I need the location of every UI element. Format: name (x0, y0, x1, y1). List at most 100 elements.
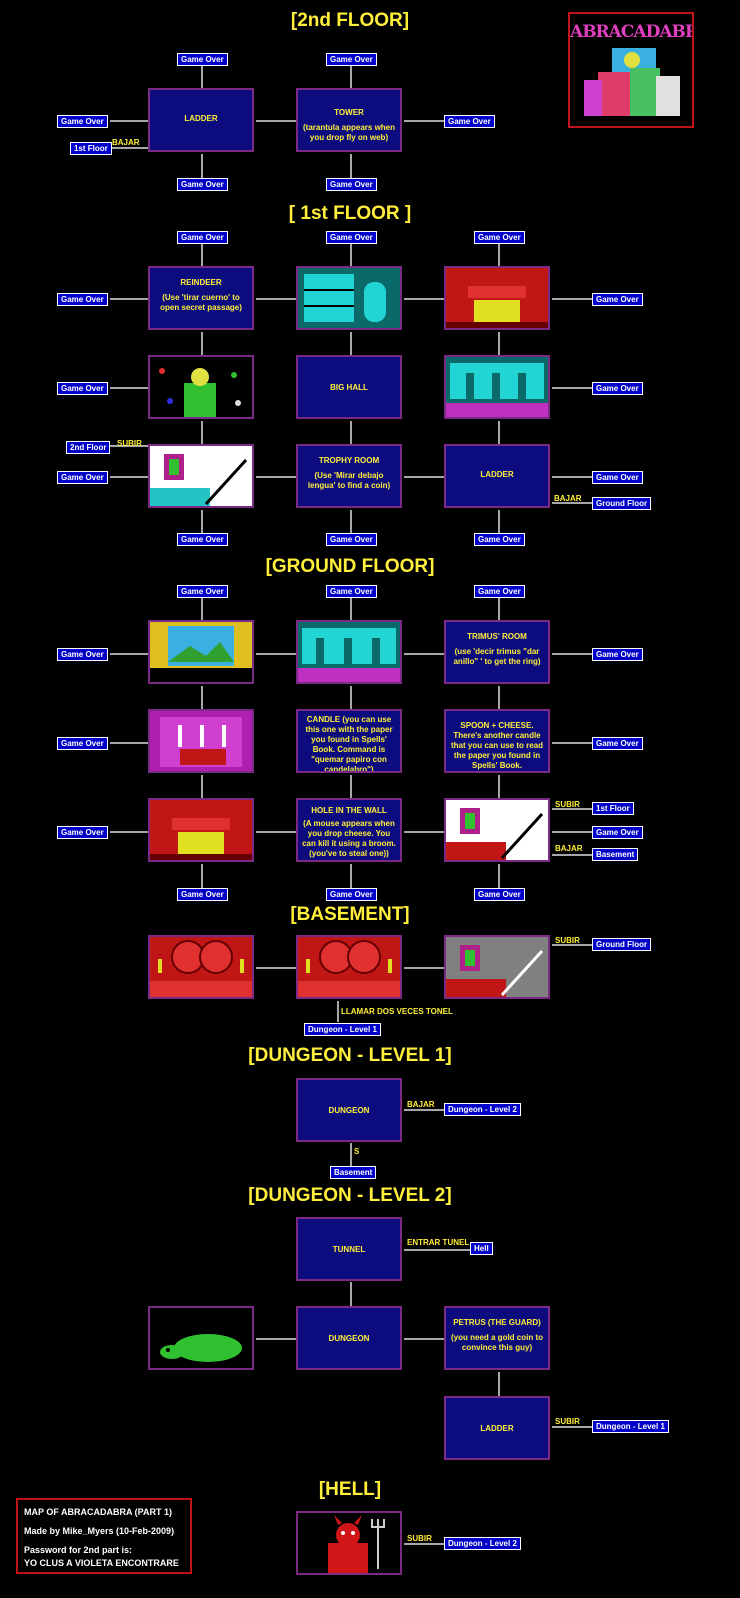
game-over-tag[interactable]: Game Over (177, 53, 228, 66)
ground-floor-tag[interactable]: Ground Floor (592, 497, 652, 510)
game-over-tag[interactable]: Game Over (474, 585, 525, 598)
room-note: (tarantula appears when you drop fly on … (302, 123, 396, 142)
room-big-hall[interactable]: BIG HALL (296, 355, 402, 419)
game-over-tag[interactable]: Game Over (177, 533, 228, 546)
room-name: REINDEER (180, 278, 222, 287)
game-over-tag[interactable]: Game Over (326, 178, 377, 191)
bajar-label: BAJAR (555, 844, 583, 853)
room-image-stairs-ground[interactable] (444, 798, 550, 862)
game-over-tag[interactable]: Game Over (444, 115, 495, 128)
floor-title-1st: [ 1st FLOOR ] (288, 203, 412, 224)
credit-password: YO CLUS A VIOLETA ENCONTRARE (24, 1558, 179, 1568)
game-over-tag[interactable]: Game Over (57, 648, 108, 661)
room-tunnel[interactable]: TUNNEL (296, 1217, 402, 1281)
game-over-tag[interactable]: Game Over (177, 231, 228, 244)
room-name: TUNNEL (332, 1245, 366, 1254)
game-over-tag[interactable]: Game Over (592, 293, 643, 306)
game-over-tag[interactable]: Game Over (326, 585, 377, 598)
game-over-tag[interactable]: Game Over (474, 231, 525, 244)
room-image-colonnade[interactable] (296, 620, 402, 684)
room-ladder-dungeon2[interactable]: LADDER (444, 1396, 550, 1460)
second-floor-tag[interactable]: 2nd Floor (66, 441, 111, 454)
llamar-label: LLAMAR DOS VECES TONEL (341, 1007, 453, 1016)
game-over-tag[interactable]: Game Over (177, 585, 228, 598)
dungeon-level2-tag[interactable]: Dungeon - Level 2 (444, 1103, 521, 1116)
credit-title: MAP OF ABRACADABRA (PART 1) (24, 1507, 172, 1517)
dragon-scene-image (150, 1308, 252, 1368)
floor-title-basement: [BASEMENT] (290, 904, 410, 925)
basement-tag[interactable]: Basement (592, 848, 639, 861)
bajar-label: BAJAR (407, 1100, 435, 1109)
credit-author: Made by Mike_Myers (10-Feb-2009) (24, 1526, 175, 1536)
dungeon-level1-tag[interactable]: Dungeon - Level 1 (592, 1420, 669, 1433)
room-candle[interactable]: CANDLE (you can use this one with the pa… (296, 709, 402, 773)
game-over-tag[interactable]: Game Over (474, 888, 525, 901)
room-ladder-2nd-floor[interactable]: LADDER (148, 88, 254, 152)
room-reindeer[interactable]: REINDEER (Use 'tirar cuerno' to open sec… (148, 266, 254, 330)
room-image-devil[interactable] (296, 1511, 402, 1575)
credit-box: MAP OF ABRACADABRA (PART 1) Made by Mike… (16, 1498, 192, 1574)
devil-scene-image (298, 1513, 400, 1573)
room-image-stairs-basement[interactable] (444, 935, 550, 999)
first-floor-tag[interactable]: 1st Floor (70, 142, 112, 155)
room-image-bed-ground[interactable] (148, 798, 254, 862)
room-image-barrels-2[interactable] (296, 935, 402, 999)
game-over-tag[interactable]: Game Over (592, 648, 643, 661)
room-ladder-1st-floor[interactable]: LADDER (444, 444, 550, 508)
barrels-scene-image (150, 937, 252, 997)
subir-label: SUBIR (555, 936, 580, 945)
game-over-tag[interactable]: Game Over (326, 533, 377, 546)
dungeon-level1-tag[interactable]: Dungeon - Level 1 (304, 1023, 381, 1036)
room-name: HOLE IN THE WALL (311, 806, 387, 815)
game-over-tag[interactable]: Game Over (326, 888, 377, 901)
room-trophy[interactable]: TROPHY ROOM (Use 'Mirar debajo lengua' t… (296, 444, 402, 508)
room-spoon-cheese[interactable]: SPOON + CHEESE. There's another candle t… (444, 709, 550, 773)
game-over-tag[interactable]: Game Over (326, 231, 377, 244)
game-over-tag[interactable]: Game Over (474, 533, 525, 546)
ground-floor-tag[interactable]: Ground Floor (592, 938, 652, 951)
room-image-arches[interactable] (444, 355, 550, 419)
game-over-tag[interactable]: Game Over (592, 471, 643, 484)
wizard-scene-image (150, 357, 252, 417)
first-floor-tag[interactable]: 1st Floor (592, 802, 634, 815)
dungeon-level2-tag[interactable]: Dungeon - Level 2 (444, 1537, 521, 1550)
game-over-tag[interactable]: Game Over (592, 382, 643, 395)
logo-title: ABRACADABRA (570, 22, 692, 42)
room-image-stairs-1st[interactable] (148, 444, 254, 508)
game-over-tag[interactable]: Game Over (57, 471, 108, 484)
room-image-window[interactable] (148, 620, 254, 684)
game-over-tag[interactable]: Game Over (57, 826, 108, 839)
game-over-tag[interactable]: Game Over (57, 293, 108, 306)
room-tower[interactable]: TOWER (tarantula appears when you drop f… (296, 88, 402, 152)
game-over-tag[interactable]: Game Over (326, 53, 377, 66)
room-name: LADDER (480, 1424, 514, 1433)
room-dungeon-level2[interactable]: DUNGEON (296, 1306, 402, 1370)
subir-label: SUBIR (407, 1534, 432, 1543)
game-over-tag[interactable]: Game Over (57, 737, 108, 750)
room-image-bookshelf[interactable] (296, 266, 402, 330)
room-image-dragon[interactable] (148, 1306, 254, 1370)
game-over-tag[interactable]: Game Over (177, 888, 228, 901)
hell-tag[interactable]: Hell (470, 1242, 493, 1255)
game-over-tag[interactable]: Game Over (57, 115, 108, 128)
room-image-wizard[interactable] (148, 355, 254, 419)
room-name: TROPHY ROOM (318, 456, 380, 465)
game-over-tag[interactable]: Game Over (177, 178, 228, 191)
stairs-scene-image (446, 800, 548, 860)
basement-tag[interactable]: Basement (330, 1166, 377, 1179)
logo-characters-image (584, 48, 680, 116)
game-over-tag[interactable]: Game Over (57, 382, 108, 395)
room-image-bedroom[interactable] (444, 266, 550, 330)
room-image-barrels-1[interactable] (148, 935, 254, 999)
room-note: (Use 'tirar cuerno' to open secret passa… (160, 293, 242, 312)
game-over-tag[interactable]: Game Over (592, 737, 643, 750)
stairs-scene-image (150, 446, 252, 506)
room-hole-in-wall[interactable]: HOLE IN THE WALL (A mouse appears when y… (296, 798, 402, 862)
room-trimus[interactable]: TRIMUS' ROOM (use 'decir trimus "dar ani… (444, 620, 550, 684)
room-dungeon-level1[interactable]: DUNGEON (296, 1078, 402, 1142)
game-over-tag[interactable]: Game Over (592, 826, 643, 839)
room-note: (Use 'Mirar debajo lengua' to find a coi… (307, 471, 391, 490)
subir-label: SUBIR (117, 439, 142, 448)
room-image-altar[interactable] (148, 709, 254, 773)
room-petrus[interactable]: PETRUS (THE GUARD) (you need a gold coin… (444, 1306, 550, 1370)
